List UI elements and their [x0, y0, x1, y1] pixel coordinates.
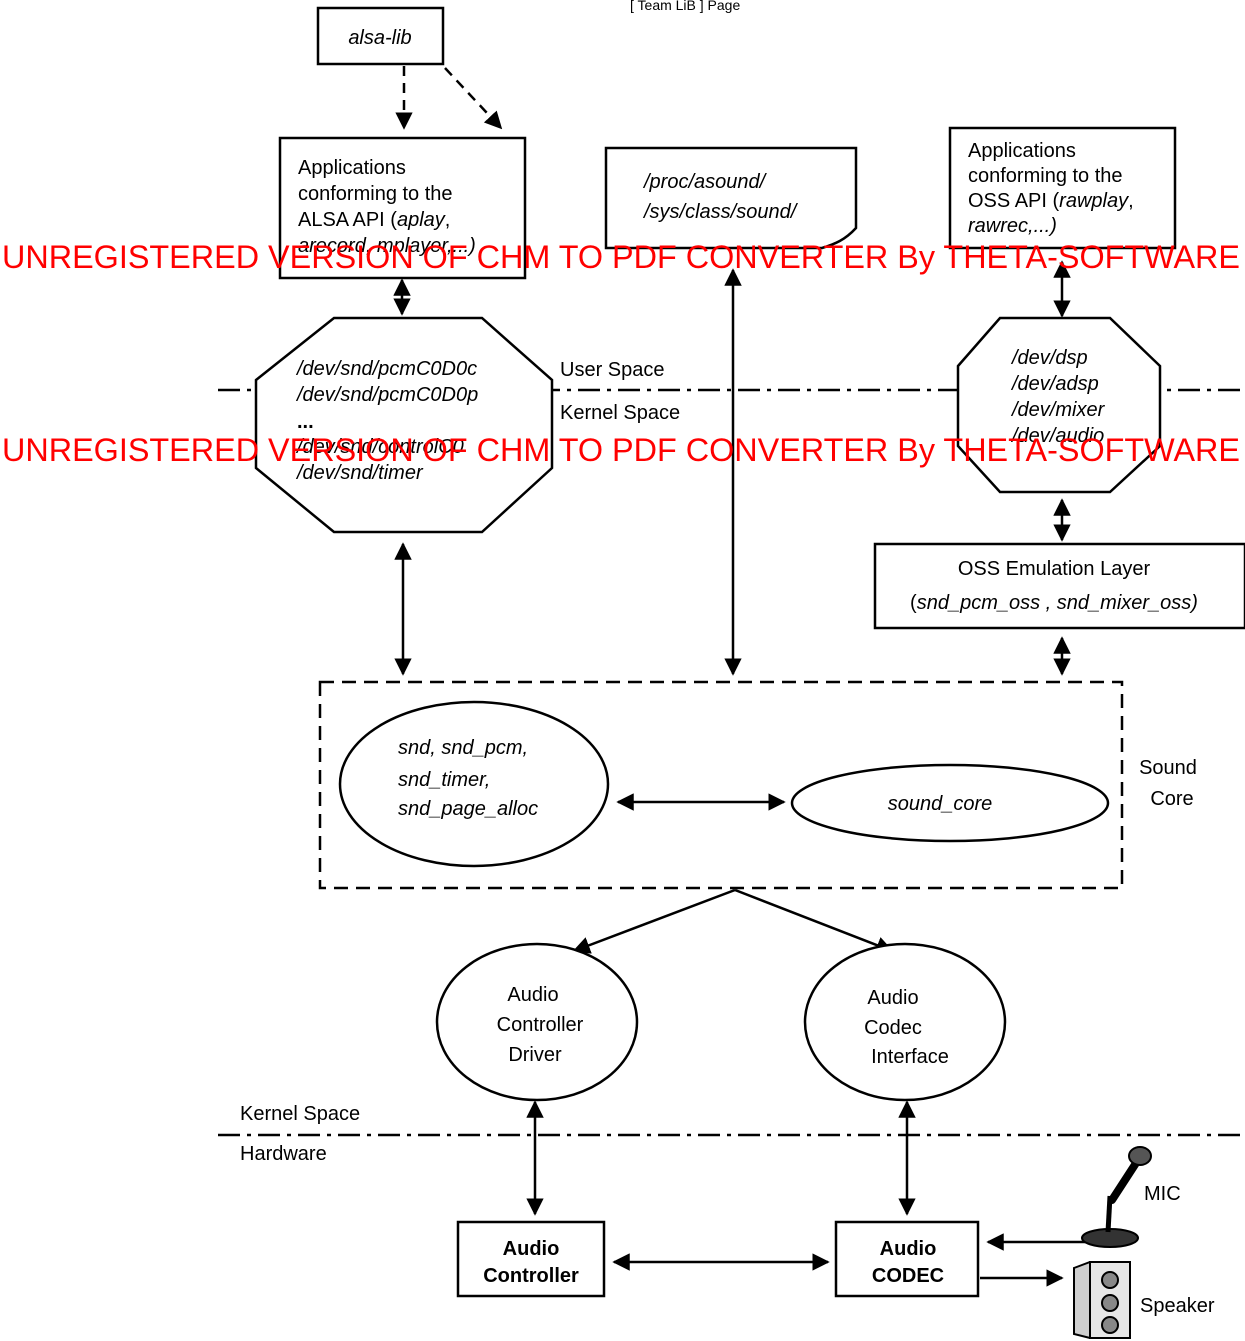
sound-core-label-2: Core	[1150, 788, 1193, 810]
oss-apps-line3-italic: rawplay	[1059, 190, 1129, 212]
audio-controller-line1: Audio	[503, 1238, 560, 1260]
alsa-apps-line3-text: ALSA API (	[298, 209, 397, 231]
watermark-middle: UNREGISTERED VERSION OF CHM TO PDF CONVE…	[2, 432, 1240, 468]
alsa-apps-line3-end: ,	[445, 209, 451, 231]
alsa-applications-box	[278, 136, 527, 280]
controller-driver-line2: Controller	[497, 1014, 584, 1036]
alsa-devnode-ellipsis: ...	[297, 411, 314, 433]
oss-devnode-2: /dev/mixer	[1010, 399, 1106, 421]
oss-layer-module-names: snd_pcm_oss , snd_mixer_oss)	[917, 592, 1198, 614]
oss-apps-line3: OSS API (rawplay,	[968, 190, 1134, 212]
alsa-devnode-0: /dev/snd/pcmC0D0c	[295, 358, 477, 380]
alsa-devnodes-octagon	[254, 316, 554, 534]
core-module-0: snd, snd_pcm,	[398, 737, 528, 759]
alsa-lib-label: alsa-lib	[348, 27, 411, 49]
kernel-space-label: Kernel Space	[560, 402, 680, 424]
user-space-label: User Space	[560, 359, 665, 381]
controller-driver-ellipse	[435, 942, 639, 1102]
alsa-devnode-3: /dev/snd/controlC0	[295, 436, 464, 458]
page-header-fragment: [ Team LiB ] Page	[630, 0, 740, 13]
oss-devnodes-octagon	[956, 316, 1162, 494]
codec-interface-line1: Audio	[867, 987, 918, 1009]
alsa-apps-line1: Applications	[298, 157, 406, 179]
alsa-apps-line2: conforming to the	[298, 183, 453, 205]
core-modules-ellipse	[338, 700, 610, 868]
watermark-top: UNREGISTERED VERSION OF CHM TO PDF CONVE…	[2, 239, 1240, 275]
oss-layer-title: OSS Emulation Layer	[958, 558, 1151, 580]
codec-interface-ellipse	[803, 942, 1007, 1102]
audio-controller-box	[456, 1220, 606, 1298]
oss-apps-line2: conforming to the	[968, 165, 1123, 187]
oss-devnode-1: /dev/adsp	[1010, 373, 1099, 395]
proc-sys-document	[604, 146, 858, 250]
alsa-apps-line4: arecord, mplayer,...)	[298, 235, 476, 257]
audio-codec-line2: CODEC	[872, 1265, 944, 1287]
oss-devnode-3: /dev/audio	[1010, 425, 1104, 447]
oss-emulation-layer-box	[873, 542, 1245, 630]
sound-core-label-1: Sound	[1139, 757, 1197, 779]
controller-driver-line1: Audio	[507, 984, 558, 1006]
sound-core-ellipse	[790, 763, 1110, 843]
codec-interface-line3: Interface	[871, 1046, 949, 1068]
alsa-apps-line3: ALSA API (aplay,	[298, 209, 450, 231]
oss-layer-open: (	[910, 592, 917, 614]
oss-apps-line1: Applications	[968, 140, 1076, 162]
core-to-controller-driver-arrow	[572, 888, 736, 954]
oss-apps-line3-text: OSS API (	[968, 190, 1059, 212]
oss-apps-line4: rawrec,...)	[968, 215, 1057, 237]
sys-class-sound-label: /sys/class/sound/	[642, 201, 799, 223]
oss-devnode-0: /dev/dsp	[1010, 347, 1088, 369]
oss-apps-line3-end: ,	[1128, 190, 1134, 212]
speaker-label: Speaker	[1140, 1295, 1215, 1317]
alsa-devnode-1: /dev/snd/pcmC0D0p	[295, 384, 478, 406]
kernel-space-label-2: Kernel Space	[240, 1103, 360, 1125]
oss-applications-box	[948, 126, 1177, 250]
audio-codec-line1: Audio	[880, 1238, 937, 1260]
speaker-icon	[1073, 1261, 1131, 1339]
oss-layer-modules: (snd_pcm_oss , snd_mixer_oss)	[910, 592, 1198, 614]
audio-controller-line2: Controller	[483, 1265, 579, 1287]
hardware-label: Hardware	[240, 1143, 327, 1165]
codec-interface-line2: Codec	[864, 1017, 922, 1039]
controller-driver-line3: Driver	[508, 1044, 562, 1066]
audio-codec-box	[834, 1220, 980, 1298]
sound-core-name: sound_core	[888, 793, 993, 815]
microphone-icon	[1081, 1146, 1152, 1248]
mic-label: MIC	[1144, 1183, 1181, 1205]
alsa-apps-line3-italic: aplay	[397, 209, 446, 231]
core-module-2: snd_page_alloc	[398, 798, 538, 820]
sound-core-container	[318, 680, 1124, 890]
core-to-codec-interface-arrow	[734, 888, 894, 954]
proc-asound-label: /proc/asound/	[642, 171, 768, 193]
alsa-lib-arrow-2	[444, 67, 503, 130]
alsa-lib-box	[316, 6, 445, 66]
core-module-1: snd_timer,	[398, 769, 490, 791]
alsa-devnode-4: /dev/snd/timer	[295, 462, 424, 484]
